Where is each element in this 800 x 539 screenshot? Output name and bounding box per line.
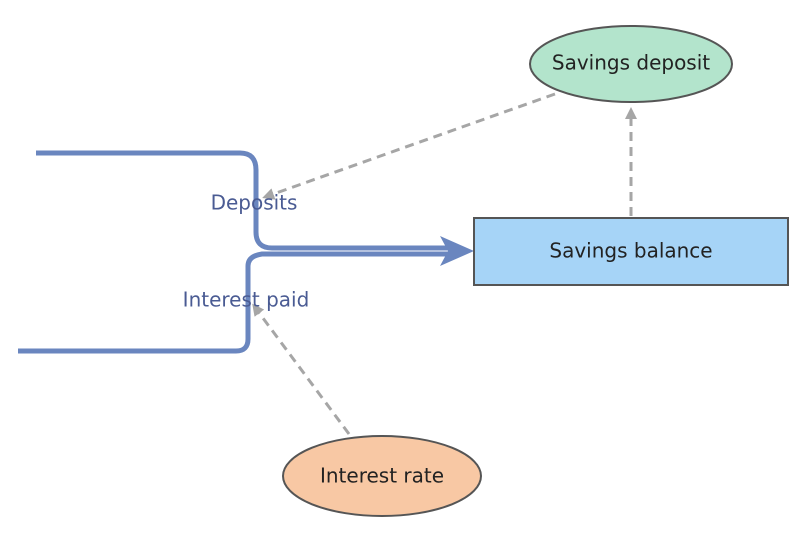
savings-deposit-node[interactable]	[529, 25, 733, 103]
deposits-flow-label: Deposits	[211, 191, 298, 215]
interest-rate-node[interactable]	[282, 435, 482, 517]
savings-deposit-label: Savings deposit	[552, 51, 710, 75]
deposits-flow-pipe[interactable]	[36, 150, 452, 251]
interest-rate-to-interest-paid-link[interactable]	[252, 303, 351, 435]
savings-balance-label: Savings balance	[549, 239, 712, 263]
savings-balance-node[interactable]	[473, 217, 789, 286]
interest-paid-flow-label: Interest paid	[183, 288, 310, 312]
interest-paid-flow-pipe[interactable]	[18, 251, 452, 354]
interest-rate-label: Interest rate	[320, 464, 444, 488]
savings-deposit-to-deposits-link[interactable]	[262, 92, 556, 200]
flow-arrowhead-icon	[440, 236, 474, 266]
